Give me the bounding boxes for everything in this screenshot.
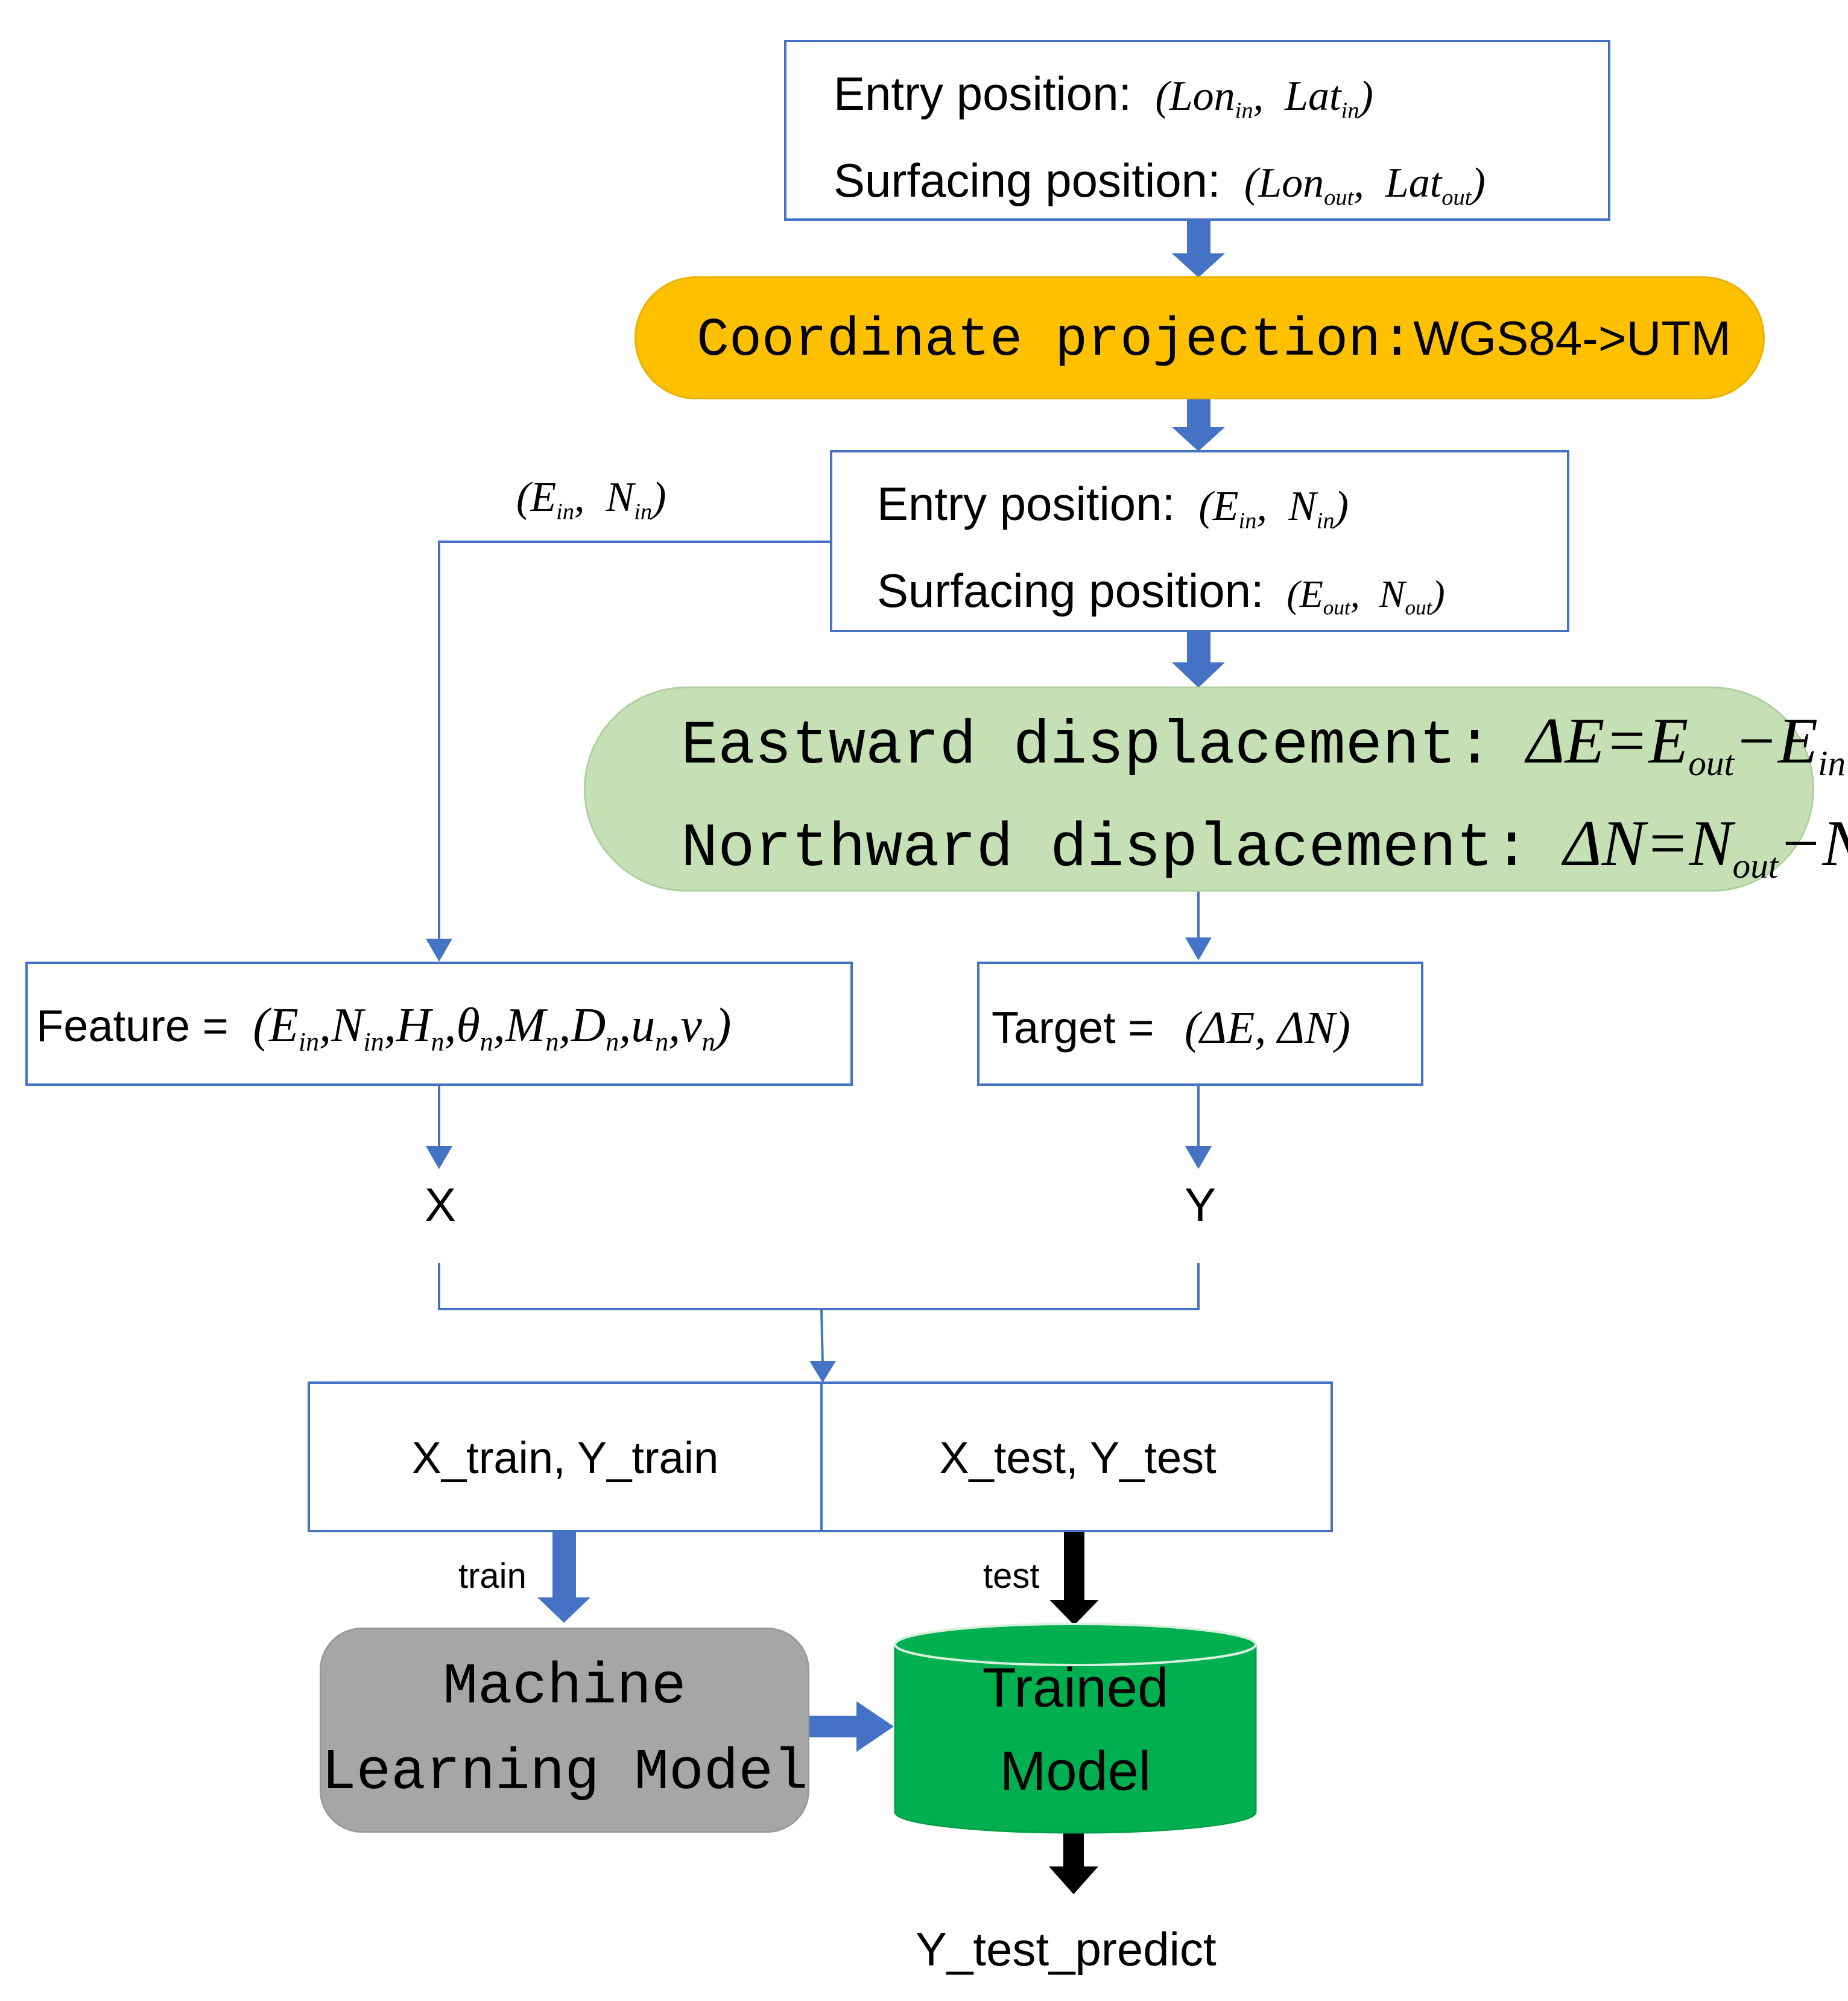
arrow-utm-to-displacement — [1172, 631, 1225, 688]
arrowhead-target — [1185, 937, 1212, 960]
geo-surf-lon-sub: out — [1324, 185, 1354, 211]
displacement-pill: Eastward displacement: ΔE=Eout−Ein North… — [584, 687, 1848, 892]
feature-d-sub: n — [606, 1027, 619, 1057]
side-n-sub: in — [634, 499, 653, 525]
geo-position-box: Entry position: (Lonin, Latin) Surfacing… — [784, 40, 1610, 221]
projection-value: WGS84->UTM — [1413, 311, 1731, 365]
utm-entry-e: E — [1212, 483, 1239, 530]
geo-surf-lat: Lat — [1385, 160, 1442, 206]
utm-entry-n: N — [1288, 483, 1317, 530]
trained-model-cylinder — [894, 1623, 1257, 1834]
utm-surfacing-label: Surfacing position: — [877, 564, 1264, 617]
eastward-line: Eastward displacement: ΔE=Eout−Ein — [681, 709, 1846, 781]
utm-entry-side-label: (Ein, Nin) — [516, 474, 666, 525]
split-test-text: X_test, Y_test — [939, 1433, 1217, 1483]
connector-merge-down — [820, 1308, 824, 1365]
side-e: E — [530, 474, 557, 521]
target-value: (ΔE, ΔN) — [1185, 1003, 1350, 1053]
ml-model-line2: Learning Model — [321, 1740, 808, 1806]
east-sub-out: out — [1688, 743, 1735, 783]
target-label: Target = — [992, 1003, 1154, 1053]
split-divider — [820, 1384, 823, 1530]
feature-label: Feature = — [36, 1001, 229, 1051]
utm-surf-e: E — [1299, 572, 1323, 615]
feature-u: u — [631, 999, 656, 1052]
eastward-label: Eastward displacement: — [681, 711, 1493, 781]
geo-entry-lat-sub: in — [1341, 98, 1359, 124]
feature-e: E — [269, 999, 299, 1052]
feature-d: D — [571, 999, 606, 1052]
arrowhead-feature — [426, 939, 452, 962]
arrow-projection-to-utm — [1172, 398, 1225, 451]
geo-surf-lat-sub: out — [1441, 185, 1472, 211]
feature-n: N — [331, 999, 364, 1052]
utm-surf-n-sub: out — [1405, 595, 1432, 620]
geo-surfacing-line: Surfacing position: (Lonout, Latout) — [834, 154, 1486, 211]
utm-surf-n: N — [1379, 572, 1405, 615]
side-e-sub: in — [556, 499, 575, 525]
connector-utm-to-feature — [438, 541, 831, 941]
geo-entry-lat: Lat — [1285, 73, 1341, 119]
geo-entry-label: Entry position: — [834, 67, 1132, 120]
trained-model-line1: Trained — [982, 1657, 1169, 1719]
x-label: X — [425, 1178, 457, 1231]
feature-m-sub: n — [545, 1027, 559, 1057]
north-mid: −N — [1778, 808, 1848, 880]
arrow-output — [1049, 1828, 1098, 1894]
feature-box: Feature = (Ein,Nin,Hn,θn,Mn,Dn,un,vn) — [25, 962, 853, 1086]
feature-theta: θ — [456, 999, 480, 1052]
arrowhead-x — [426, 1146, 452, 1169]
target-box: Target = (ΔE, ΔN) — [977, 962, 1423, 1086]
trained-model-line2: Model — [999, 1740, 1151, 1802]
east-lhs: ΔE=E — [1526, 705, 1689, 777]
split-box: X_train, Y_train X_test, Y_test — [308, 1381, 1333, 1532]
utm-entry-n-sub: in — [1316, 508, 1335, 534]
feature-theta-sub: n — [479, 1027, 493, 1057]
arrow-train — [537, 1530, 590, 1623]
side-n: N — [606, 474, 634, 521]
utm-entry-e-sub: in — [1238, 508, 1257, 534]
utm-entry-label: Entry position: — [877, 477, 1176, 530]
projection-label: Coordinate projection: — [697, 310, 1414, 372]
northward-line: Northward displacement: ΔN=Nout−Nin — [681, 811, 1848, 884]
geo-entry-line: Entry position: (Lonin, Latin) — [834, 67, 1373, 124]
northward-label: Northward displacement: — [681, 814, 1530, 884]
train-arrow-label: train — [458, 1556, 527, 1596]
north-lhs: ΔN=N — [1563, 808, 1733, 880]
arrow-geo-to-projection — [1172, 221, 1225, 277]
utm-entry-line: Entry position: (Ein, Nin) — [877, 477, 1349, 534]
test-arrow-label: test — [983, 1556, 1040, 1596]
ml-model-box: Machine Learning Model — [320, 1628, 809, 1833]
feature-h-sub: n — [431, 1027, 445, 1057]
arrowhead-split — [809, 1361, 836, 1383]
split-train-text: X_train, Y_train — [411, 1433, 719, 1483]
east-sub-in: in — [1817, 743, 1846, 783]
geo-entry-lon: Lon — [1169, 73, 1235, 119]
feature-e-sub: in — [298, 1027, 320, 1057]
feature-h: H — [396, 999, 431, 1052]
ml-model-line1: Machine — [443, 1654, 686, 1720]
feature-v-sub: n — [701, 1027, 715, 1057]
north-sub-out: out — [1732, 845, 1779, 886]
arrow-test — [1049, 1530, 1099, 1625]
geo-entry-lon-sub: in — [1235, 98, 1253, 124]
y-label: Y — [1185, 1178, 1217, 1231]
output-label: Y_test_predict — [916, 1923, 1217, 1976]
utm-position-box: Entry position: (Ein, Nin) Surfacing pos… — [830, 450, 1569, 632]
geo-surfacing-label: Surfacing position: — [834, 154, 1221, 207]
projection-pill: Coordinate projection:WGS84->UTM — [634, 276, 1765, 399]
feature-v: v — [680, 999, 702, 1052]
feature-n-sub: in — [363, 1027, 384, 1057]
feature-u-sub: n — [655, 1027, 669, 1057]
arrow-ml-to-trained — [808, 1701, 894, 1752]
feature-vector: (Ein,Nin,Hn,θn,Mn,Dn,un,vn) — [241, 999, 732, 1057]
arrowhead-y — [1185, 1146, 1212, 1169]
utm-surfacing-line: Surfacing position: (Eout, Nout) — [877, 564, 1445, 620]
feature-m: M — [505, 999, 546, 1052]
east-mid: −E — [1734, 705, 1818, 777]
connector-merge-bracket — [438, 1263, 1200, 1310]
utm-surf-e-sub: out — [1323, 595, 1350, 620]
geo-surf-lon: Lon — [1258, 160, 1324, 206]
